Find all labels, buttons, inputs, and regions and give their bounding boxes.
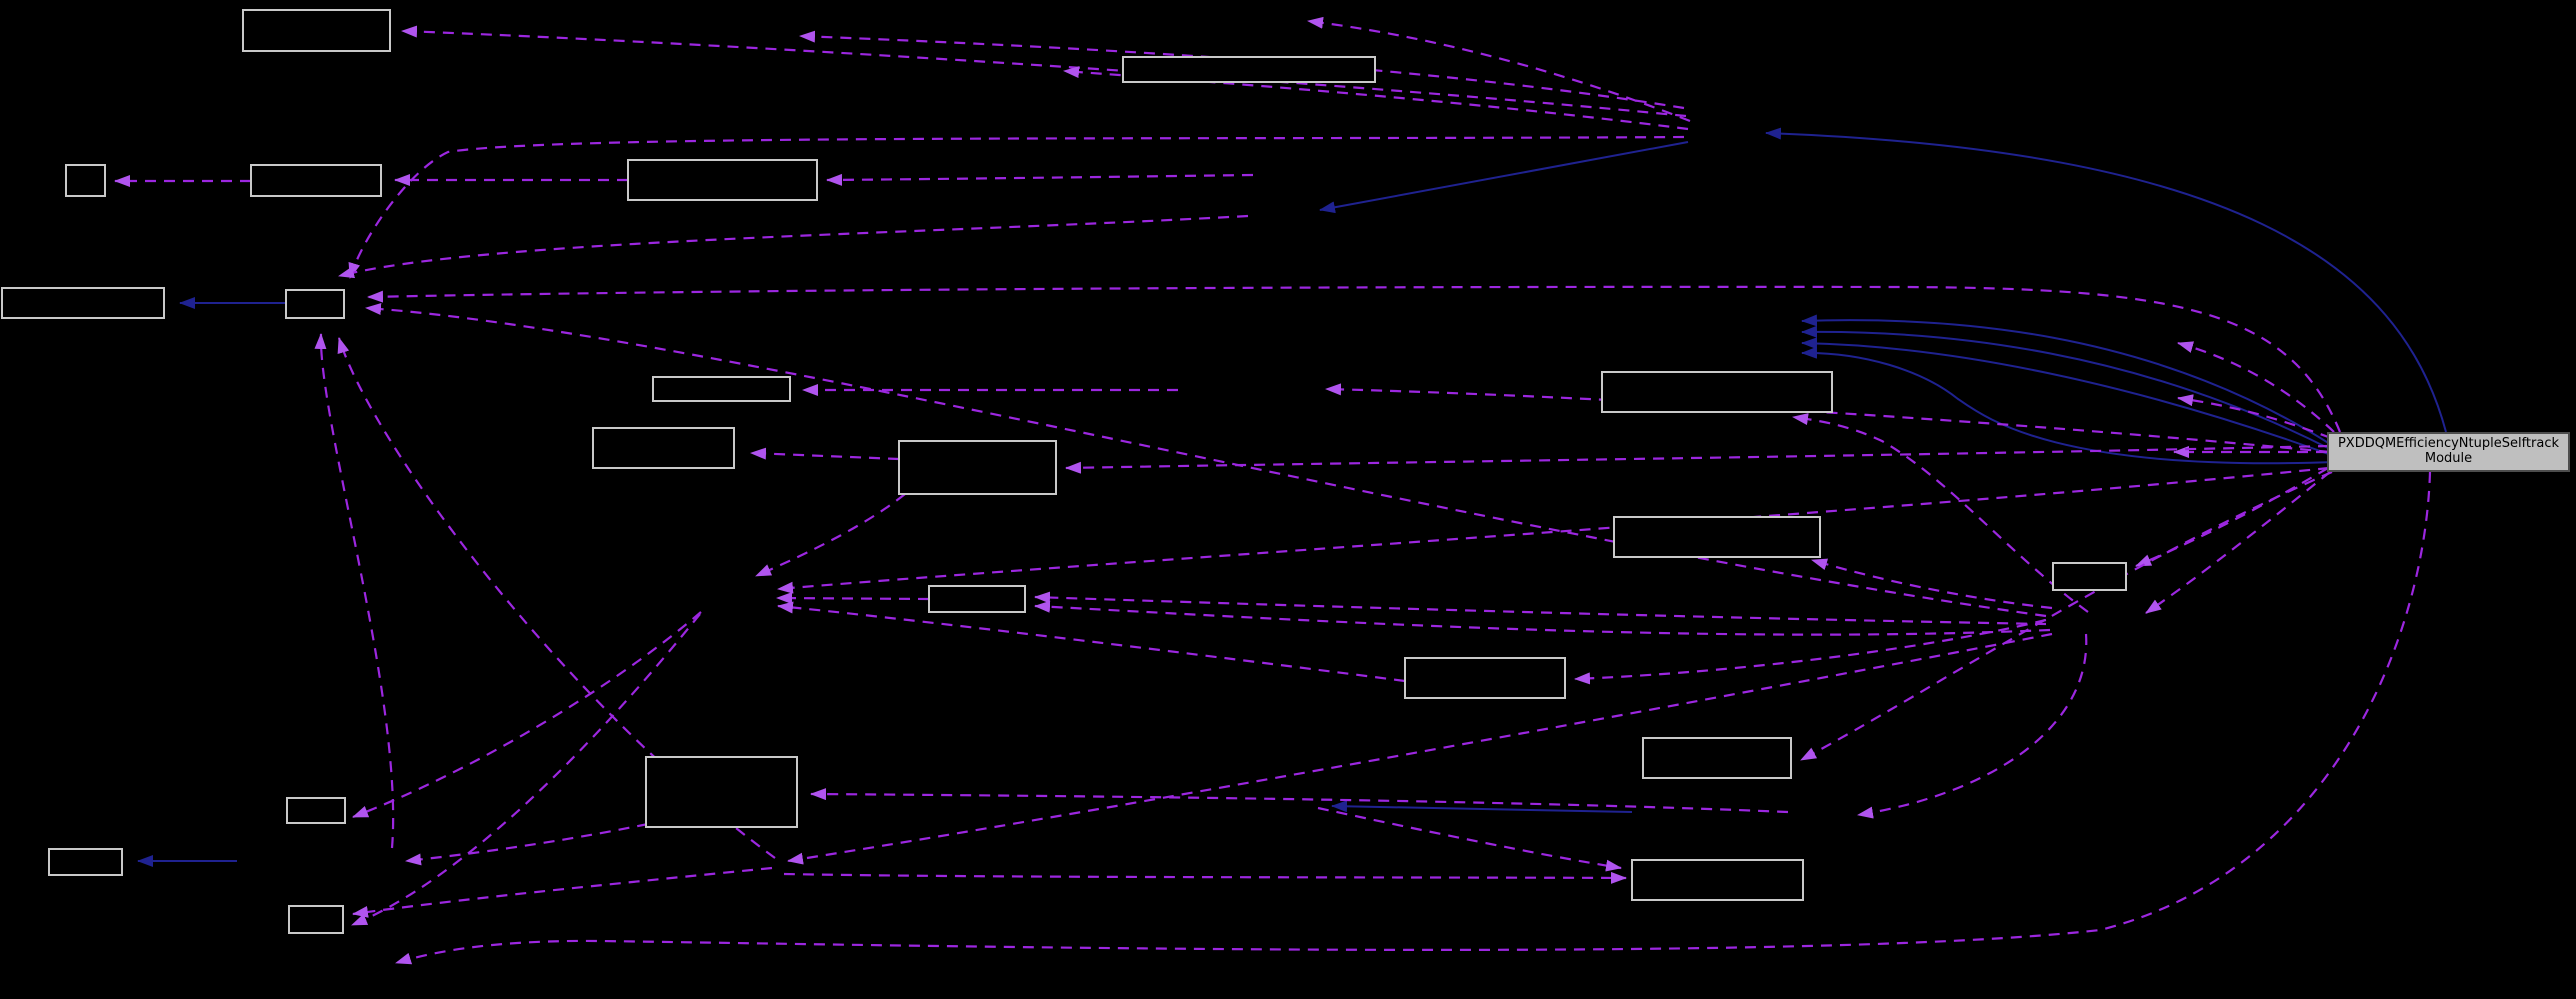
module-label-line2: Module <box>2424 451 2473 466</box>
module-label-line1: PXDDQMEfficiencyNtupleSelftrack <box>2337 436 2560 452</box>
edge-module-to-node-h2 <box>395 471 2432 965</box>
edge-hub-k-to-box07-bottom <box>314 333 395 849</box>
edge-module-to-hub-f <box>2145 471 2331 614</box>
node-box-21[interactable] <box>1631 859 1804 901</box>
edge-box10-to-hub-e <box>755 493 906 578</box>
edge-hub-f-to-box13-a <box>1034 591 2047 626</box>
edge-module-to-node-r2 <box>2177 394 2332 440</box>
edge-hub-f-to-box12 <box>1811 558 2053 610</box>
edge-module-to-hub-a <box>1765 127 2447 433</box>
node-box-20[interactable] <box>288 905 344 934</box>
edge-box17-to-hub-k <box>405 822 649 866</box>
node-box-07[interactable] <box>285 289 345 319</box>
node-box-15[interactable] <box>1404 657 1566 699</box>
node-box-14[interactable] <box>1642 737 1792 779</box>
edge-module-to-box10 <box>1065 444 2330 474</box>
edge-module-to-bundle-1 <box>1801 314 2331 445</box>
edge-module-to-node-d8 <box>1325 383 2331 454</box>
node-box-02[interactable] <box>65 164 106 197</box>
edge-box15-to-hub-e <box>777 601 1406 683</box>
node-box-06[interactable] <box>1 287 165 319</box>
edge-module-to-bundle-2 <box>1801 325 2333 451</box>
node-box-04[interactable] <box>627 159 818 201</box>
node-box-05[interactable] <box>1122 56 1376 83</box>
node-box-08[interactable] <box>652 376 791 402</box>
edge-module-to-bundle-3 <box>1801 337 2335 457</box>
edge-module-to-box16 <box>2135 467 2329 568</box>
edge-box13-to-hub-e <box>776 592 930 605</box>
node-box-09[interactable] <box>592 427 735 469</box>
edge-node-j-to-box17 <box>810 788 1789 814</box>
nodes-layer <box>1 9 2127 934</box>
edge-hub-f-to-node-j <box>1857 633 2088 819</box>
node-box-17[interactable] <box>645 756 798 828</box>
edge-node-b-to-box07-top <box>338 214 1249 279</box>
node-box-12[interactable] <box>1613 516 1821 558</box>
edge-hub-f-to-box07-right <box>365 303 2047 618</box>
node-pxddqm-efficiency-ntuple-selftrack-module[interactable]: PXDDQMEfficiencyNtupleSelftrack Module <box>2327 432 2570 472</box>
edge-hub-f-to-hub-i <box>787 632 2053 865</box>
edge-module-to-node-r1 <box>2177 341 2335 433</box>
node-box-18[interactable] <box>286 797 346 824</box>
edge-module-to-bundle-4 <box>1801 346 2337 465</box>
edge-module-to-box07-right <box>367 285 2342 433</box>
edge-hub-a-to-box07-top <box>348 135 1685 279</box>
node-box-16[interactable] <box>2052 562 2127 591</box>
edge-hub-f-to-box11 <box>1792 413 2089 613</box>
node-box-11[interactable] <box>1601 371 1833 413</box>
edge-hub-a-to-box05 <box>1063 66 1689 131</box>
edge-hub-a-to-box01 <box>401 25 1687 118</box>
node-box-13[interactable] <box>928 585 1026 613</box>
edge-hub-i-to-box20-a <box>352 866 773 918</box>
edge-node-b3-to-box21 <box>1317 806 1622 872</box>
edge-hub-a-to-node-c2 <box>1307 16 1691 123</box>
edge-hub-l-to-node-b3 <box>1331 800 1633 813</box>
edges-layer <box>114 16 2447 965</box>
node-box-01[interactable] <box>242 9 391 52</box>
edge-node-d4-to-box04 <box>826 173 1254 186</box>
edge-hub-f-to-box13-b <box>1034 600 2051 636</box>
edge-module-to-box14 <box>1800 470 2333 761</box>
node-box-10[interactable] <box>898 440 1057 495</box>
edge-hub-i-to-box21 <box>783 871 1627 884</box>
node-box-03[interactable] <box>250 164 382 197</box>
edge-hub-a-to-node-b <box>1319 141 1689 214</box>
edge-hub-e-to-box18 <box>352 611 702 819</box>
edge-hub-e-to-box20-b <box>351 613 701 927</box>
edge-module-to-hub-e <box>777 466 2330 594</box>
node-box-19[interactable] <box>48 848 123 876</box>
edge-box10-to-box09 <box>750 447 900 461</box>
